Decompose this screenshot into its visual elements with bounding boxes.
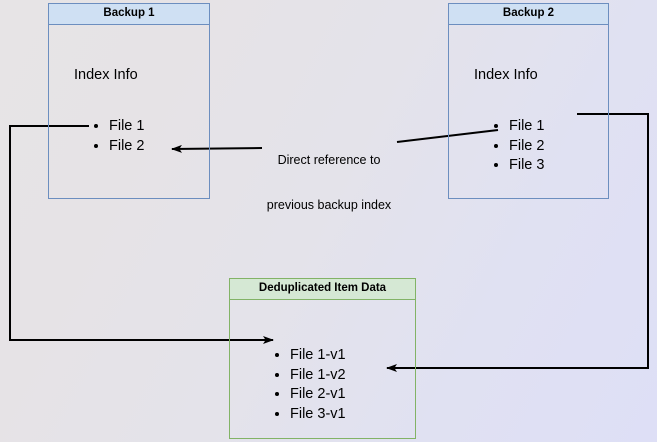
- list-item: File 2: [109, 137, 144, 157]
- list-item: File 1-v2: [290, 366, 346, 386]
- list-item: File 3: [509, 156, 544, 176]
- node-backup-1-body: Index Info File 1 File 2: [49, 25, 209, 198]
- node-backup-2[interactable]: Backup 2 Index Info File 1 File 2 File 3: [448, 3, 609, 199]
- edge-label-direct-reference: Direct reference to previous backup inde…: [263, 123, 395, 243]
- list-item: File 1: [109, 117, 144, 137]
- list-item: File 2: [509, 137, 544, 157]
- edge-label-line-1: Direct reference to: [277, 153, 381, 167]
- node-backup-2-body: Index Info File 1 File 2 File 3: [449, 25, 608, 198]
- node-backup-1-subtitle: Index Info: [74, 67, 138, 83]
- list-item: File 3-v1: [290, 405, 346, 425]
- list-item: File 1: [509, 117, 544, 137]
- node-backup-2-subtitle: Index Info: [474, 67, 538, 83]
- node-backup-1-title: Backup 1: [49, 4, 209, 25]
- list-item: File 1-v1: [290, 346, 346, 366]
- node-backup-2-title: Backup 2: [449, 4, 608, 25]
- node-deduplicated-item-data-file-list: File 1-v1 File 1-v2 File 2-v1 File 3-v1: [276, 346, 346, 424]
- node-backup-1-file-list: File 1 File 2: [95, 117, 144, 156]
- edge-label-line-2: previous backup index: [266, 198, 392, 212]
- list-item: File 2-v1: [290, 385, 346, 405]
- node-backup-1[interactable]: Backup 1 Index Info File 1 File 2: [48, 3, 210, 199]
- node-deduplicated-item-data-title: Deduplicated Item Data: [230, 279, 415, 300]
- node-backup-2-file-list: File 1 File 2 File 3: [495, 117, 544, 176]
- node-deduplicated-item-data-body: File 1-v1 File 1-v2 File 2-v1 File 3-v1: [230, 300, 415, 438]
- node-deduplicated-item-data[interactable]: Deduplicated Item Data File 1-v1 File 1-…: [229, 278, 416, 439]
